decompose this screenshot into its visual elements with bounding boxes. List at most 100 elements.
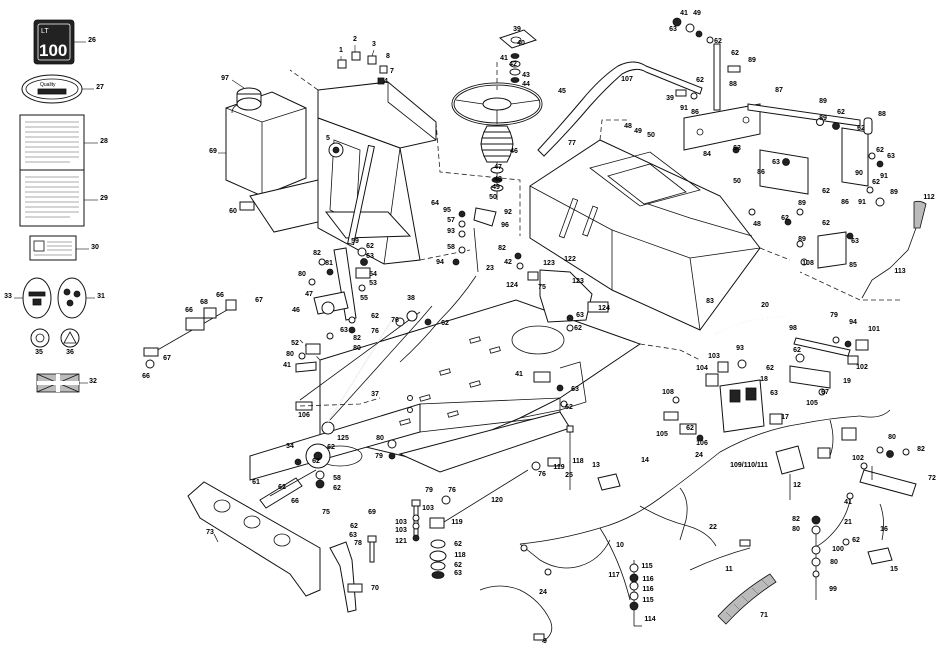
callout-62: 62 <box>327 444 335 451</box>
callout-124: 124 <box>506 282 518 289</box>
callout-63: 63 <box>851 238 859 245</box>
relay-12 <box>775 445 805 500</box>
callout-67: 67 <box>821 389 829 396</box>
steering-cap-hardware <box>498 29 538 83</box>
callout-16: 16 <box>880 526 888 533</box>
callout-28: 28 <box>100 138 108 145</box>
callout-69: 69 <box>368 509 376 516</box>
battery-cable-20 <box>715 315 787 335</box>
callout-116: 116 <box>642 586 653 593</box>
callout-103: 103 <box>422 505 434 512</box>
callout-115: 115 <box>642 597 653 604</box>
callout-47: 47 <box>494 164 502 171</box>
callout-33: 33 <box>4 293 12 300</box>
callout-101: 101 <box>868 326 880 333</box>
callout-108: 108 <box>802 260 814 267</box>
callout-41: 41 <box>680 10 688 17</box>
callout-105: 105 <box>806 400 818 407</box>
ground-strap <box>533 633 545 641</box>
callout-32: 32 <box>89 378 97 385</box>
callout-47: 47 <box>305 291 313 298</box>
callout-69: 69 <box>209 148 217 155</box>
callout-23: 23 <box>486 265 494 272</box>
callout-80: 80 <box>353 345 361 352</box>
callout-17: 17 <box>781 414 789 421</box>
callout-63: 63 <box>733 145 741 152</box>
callout-11: 11 <box>725 566 733 573</box>
callout-10: 10 <box>616 542 624 549</box>
throttle-linkage-center <box>452 207 497 273</box>
callout-44: 44 <box>522 81 530 88</box>
callout-62: 62 <box>312 458 320 465</box>
callout-41: 41 <box>515 371 523 378</box>
callout-89: 89 <box>798 200 806 207</box>
callout-85: 85 <box>849 262 857 269</box>
callout-97: 97 <box>221 75 229 82</box>
callout-62: 62 <box>822 220 830 227</box>
pedal-shaft-assembly <box>295 247 371 373</box>
callout-62: 62 <box>278 484 286 491</box>
callout-63: 63 <box>576 312 584 319</box>
steering-spindle-70 <box>329 541 363 613</box>
callout-62: 62 <box>371 313 379 320</box>
callout-87: 87 <box>775 87 783 94</box>
callout-25: 25 <box>565 472 573 479</box>
callout-58: 58 <box>333 475 341 482</box>
callout-122: 122 <box>564 256 576 263</box>
callout-39: 39 <box>513 26 521 33</box>
callout-3: 3 <box>372 41 376 48</box>
callout-88: 88 <box>878 111 886 118</box>
callout-21: 21 <box>844 519 852 526</box>
callout-54: 54 <box>369 271 377 278</box>
callout-66: 66 <box>185 307 193 314</box>
callout-37: 37 <box>371 391 379 398</box>
callout-36: 36 <box>66 349 74 356</box>
callout-103: 103 <box>395 519 407 526</box>
callout-12: 12 <box>793 482 801 489</box>
callout-5: 5 <box>326 135 330 142</box>
decal-oval-badge: Quality <box>21 74 83 104</box>
callout-82: 82 <box>313 250 321 257</box>
callout-82: 82 <box>917 446 925 453</box>
callout-98: 98 <box>789 325 797 332</box>
callout-106: 106 <box>298 412 310 419</box>
lift-rod-87 <box>747 103 861 127</box>
callout-62: 62 <box>350 523 358 530</box>
callout-116: 116 <box>642 576 653 583</box>
decal-symbol-35 <box>30 328 50 348</box>
callout-80: 80 <box>376 435 384 442</box>
callout-106: 106 <box>696 440 708 447</box>
callout-62: 62 <box>852 537 860 544</box>
conduit-71 <box>717 573 777 625</box>
callout-49: 49 <box>693 10 701 17</box>
callout-118: 118 <box>454 552 465 559</box>
callout-63: 63 <box>340 327 348 334</box>
callout-119: 119 <box>451 519 462 526</box>
callout-2: 2 <box>353 36 357 43</box>
callout-66: 66 <box>142 373 150 380</box>
callout-123: 123 <box>572 278 584 285</box>
callout-14: 14 <box>641 457 649 464</box>
lever-hardware-top <box>672 17 741 100</box>
lift-arm-assembly <box>732 117 885 216</box>
callout-67: 67 <box>255 297 263 304</box>
callout-63: 63 <box>454 570 462 577</box>
cable-22 <box>689 539 751 571</box>
callout-80: 80 <box>286 351 294 358</box>
callout-79: 79 <box>425 487 433 494</box>
callout-103: 103 <box>708 353 720 360</box>
callout-62: 62 <box>454 541 462 548</box>
pivot-bracket-122 <box>514 252 609 332</box>
callout-62: 62 <box>565 404 573 411</box>
callout-50: 50 <box>647 132 655 139</box>
callout-13: 13 <box>592 462 600 469</box>
logo-number-text: 100 <box>39 41 67 60</box>
callout-79: 79 <box>375 453 383 460</box>
callout-112: 112 <box>923 194 934 201</box>
callout-70: 70 <box>371 585 379 592</box>
tie-rod <box>269 469 317 497</box>
callout-94: 94 <box>436 259 444 266</box>
callout-66: 66 <box>216 292 224 299</box>
